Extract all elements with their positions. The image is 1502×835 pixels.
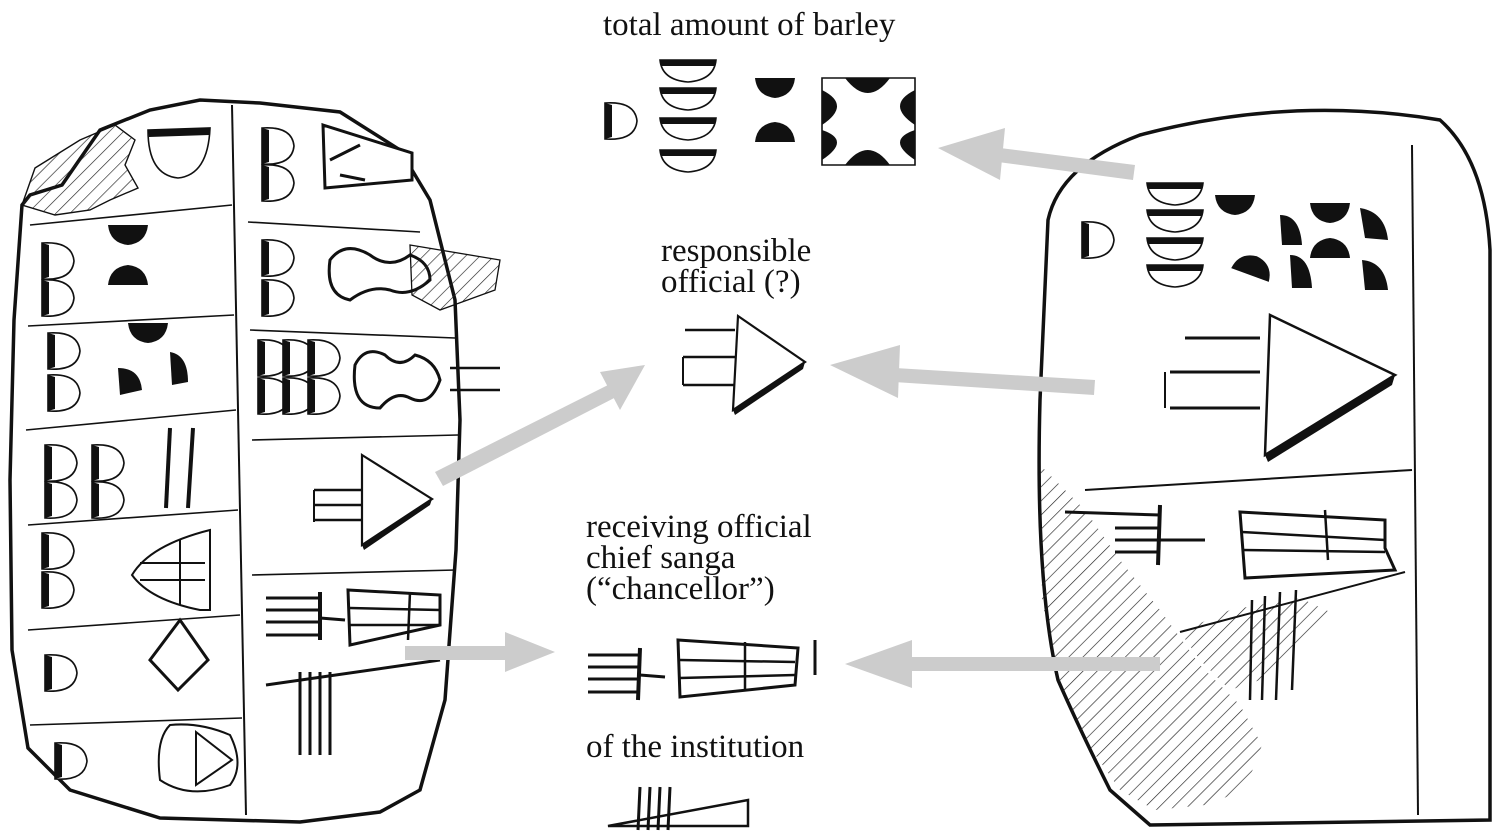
arrow-right-to-official — [830, 345, 1095, 398]
clay-tablet-obverse — [8, 98, 501, 824]
arrow-right-to-sanga — [845, 640, 1160, 688]
tablet-left-damage — [21, 124, 139, 216]
cuneiform-sanga-sign — [1064, 504, 1398, 580]
center-barley-sign — [604, 59, 916, 173]
label-receiving-line3: (“chancellor”) — [586, 571, 775, 607]
row-rules — [25, 204, 459, 726]
cuneiform-numeral-signs — [1081, 182, 1388, 290]
center-official-sign — [682, 313, 807, 415]
label-responsible-line2: official (?) — [661, 264, 801, 300]
label-responsible-line1: responsible — [661, 233, 812, 269]
cuneiform-institution-sign — [265, 658, 441, 755]
cuneiform-sanga-sign — [266, 588, 442, 647]
label-responsible-official: responsible official (?) — [661, 233, 812, 300]
cuneiform-numeral-signs — [41, 127, 211, 780]
label-institution: of the institution — [586, 729, 805, 765]
clay-tablet-reverse — [1037, 108, 1492, 827]
label-receiving-line1: receiving official — [586, 509, 812, 545]
tablet-right-damage — [1040, 465, 1262, 810]
cuneiform-official-sign — [313, 453, 434, 552]
label-receiving-official: receiving official chief sanga (“chancel… — [586, 509, 812, 607]
column-divider — [231, 104, 247, 816]
center-sanga-sign — [588, 638, 817, 701]
cuneiform-institution-sign — [1248, 589, 1298, 701]
cuneiform-official-sign — [1164, 313, 1398, 462]
center-institution-sign — [607, 786, 750, 831]
label-receiving-line2: chief sanga — [586, 540, 736, 576]
pointer-arrows — [405, 128, 1160, 688]
arrow-right-to-barley — [938, 128, 1135, 180]
arrow-left-to-sanga — [405, 632, 555, 672]
arrow-left-to-official — [435, 365, 645, 486]
label-total-barley: total amount of barley — [603, 7, 896, 43]
